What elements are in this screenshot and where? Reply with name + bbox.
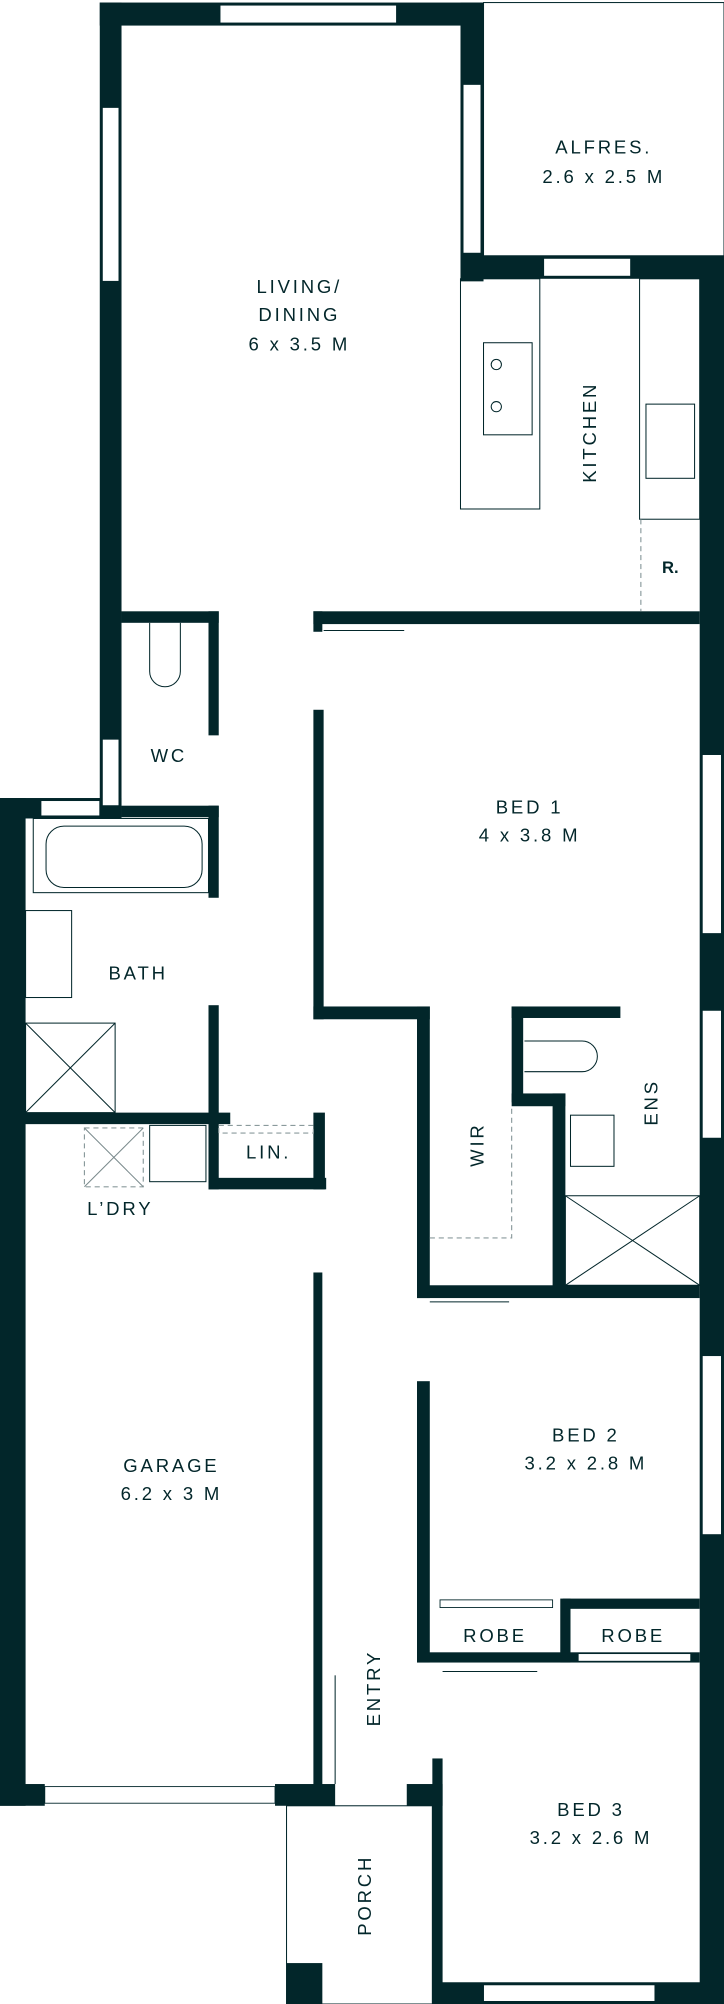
alfresco-label: ALFRES.: [555, 136, 652, 157]
room-labels: ALFRES. 2.6 x 2.5 M LIVING/ DINING 6 x 3…: [87, 136, 678, 1935]
bed2-label: BED 2: [552, 1424, 620, 1445]
bed3-label: BED 3: [557, 1799, 625, 1820]
living-size: 6 x 3.5 M: [249, 333, 351, 354]
living-label-line2: DINING: [258, 304, 340, 325]
porch-label: PORCH: [354, 1855, 375, 1936]
robe1-label: ROBE: [463, 1625, 527, 1646]
alfresco-size: 2.6 x 2.5 M: [542, 166, 665, 187]
garage-size: 6.2 x 3 M: [121, 1483, 223, 1504]
ensuite-label: ENS: [640, 1079, 661, 1126]
wc-label: WC: [151, 745, 188, 766]
laundry-label: L’DRY: [87, 1198, 153, 1219]
living-label-line1: LIVING/: [257, 276, 343, 297]
linen-label: LIN.: [246, 1142, 291, 1163]
windows: [40, 4, 722, 2002]
bed1-label: BED 1: [496, 796, 564, 817]
bath-label: BATH: [108, 963, 167, 984]
entry-label: ENTRY: [363, 1650, 384, 1727]
bed2-size: 3.2 x 2.8 M: [525, 1452, 648, 1473]
wir-label: WIR: [467, 1122, 488, 1166]
robe2-label: ROBE: [601, 1625, 665, 1646]
bed3-size: 3.2 x 2.6 M: [530, 1827, 653, 1848]
kitchen-label: KITCHEN: [579, 382, 600, 483]
fridge-label: R.: [662, 558, 679, 577]
garage-label: GARAGE: [123, 1455, 219, 1476]
bed1-size: 4 x 3.8 M: [479, 825, 581, 846]
